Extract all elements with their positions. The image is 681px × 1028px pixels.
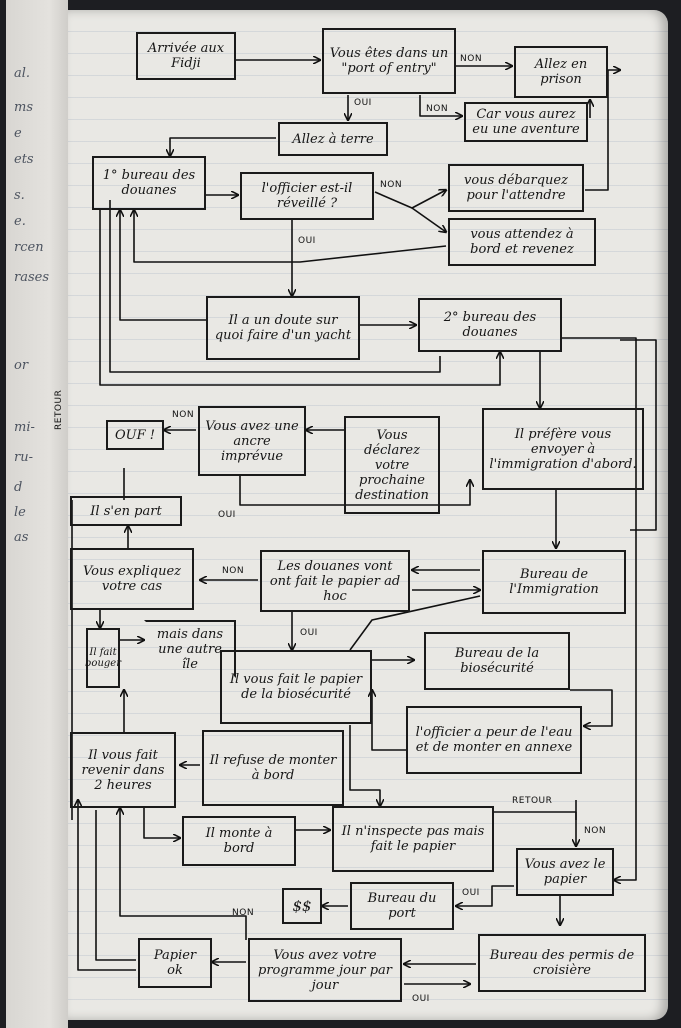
left-note: rcen [14,240,44,255]
node-papier-biosecurite: Il vous fait le papier de la biosécurité [220,650,372,724]
node-ancre-imprevue: Vous avez une ancre imprévue [198,406,306,476]
loop-bottom-1 [109,200,441,373]
arrow-attendez-bureau1 [134,210,447,263]
edge-label: OUI [462,888,480,898]
left-note: ru- [14,450,33,465]
node-inspecte: Il n'inspecte pas mais fait le papier [332,806,494,872]
node-dollars: $$ [282,888,322,924]
node-refuse: Il refuse de monter à bord [202,730,344,806]
left-note: ets [14,152,34,167]
node-permis-croisiere: Bureau des permis de croisière [478,934,646,992]
left-note: s. [14,188,25,203]
edge-label: NON [380,180,403,190]
arrow-officier-debarquez [374,190,446,209]
arrow-peur-biopapier [372,690,406,751]
node-bureau2: 2° bureau des douanes [418,298,562,352]
edge-label: NON [232,908,255,918]
edge-label: NON [584,826,607,836]
edge-label: OUI [218,510,236,520]
arrow-port-ancre [419,95,462,116]
left-note: e [14,126,22,141]
arrow-right-rail-2 [620,339,657,531]
edge-label: NON [172,410,195,420]
arrow-immig-biopapier [349,595,481,651]
node-attendez: vous attendez à bord et revenez [448,218,596,266]
node-bureau-immigration: Bureau de l'Immigration [482,550,626,614]
node-prison: Allez en prison [514,46,608,98]
node-peur-eau: l'officier a peur de l'eau et de monter … [406,706,582,774]
arrow-bio-inspecte [349,725,380,806]
node-papier-ad-hoc: Les douanes vont ont fait le papier ad h… [260,550,410,612]
arrow-papierok-revenir [78,800,136,971]
arrow-officier-attendez [411,207,446,232]
node-autre-ile: mais dans une autre île [144,620,236,678]
arrow-bureaubio-peur [570,689,613,726]
left-note: or [14,358,29,373]
node-bureau1: 1° bureau des douanes [92,156,206,210]
arrow-debarquez-prison [585,70,620,191]
arrow-terre-bureau1 [170,137,276,156]
edge-label-vertical: RETOUR [54,389,64,430]
node-port-of-entry: Vous êtes dans un "port of entry" [322,28,456,94]
loop-bottom-2 [99,210,500,386]
arrow-ancre-oui [239,476,470,506]
edge-label: NON [460,54,483,64]
arrow-inspecte-avez [494,811,576,846]
node-bureau-biosecurite: Bureau de la biosécurité [424,632,570,690]
left-note: al. [14,66,31,81]
node-bureau-port: Bureau du port [350,882,454,930]
node-immigration-bord: Il préfère vous envoyer à l'immigration … [482,408,644,490]
node-officier-reveille: l'officier est-il réveillé ? [240,172,374,220]
edge-label: OUI [300,628,318,638]
node-revenir: Il vous fait revenir dans 2 heures [70,732,176,808]
arrow-avez-port [456,885,514,906]
node-arrivee: Arrivée aux Fidji [136,32,236,80]
arrow-revenir-monte [143,808,180,838]
node-monte: Il monte à bord [182,816,296,866]
notebook-page [68,10,668,1020]
arrow-doute-bureau1 [120,210,206,321]
left-note: d [14,480,23,495]
arrow-right-rail [562,337,637,880]
left-note: le [14,505,26,520]
left-note: e. [14,214,26,229]
edge-label: NON [222,566,245,576]
node-car-ancre: Car vous aurez eu une aventure [464,102,588,142]
arrow-programme-up [120,808,247,940]
node-doute: Il a un doute sur quoi faire d'un yacht [206,296,360,360]
left-note: as [14,530,29,545]
node-papier-ok: Papier ok [138,938,212,988]
edge-label: OUI [354,98,372,108]
left-note: ms [14,100,33,115]
edge-label: RETOUR [512,796,553,806]
node-programme: Vous avez votre programme jour par jour [248,938,402,1002]
node-avez-papier: Vous avez le papier [516,848,614,896]
node-declarez-destination: Vous déclarez votre prochaine destinatio… [344,416,440,514]
left-page: al. ms e ets s. e. rcen rases or mi- ru-… [6,0,68,1028]
node-expliquez: Vous expliquez votre cas [70,548,194,610]
node-allez-terre: Allez à terre [278,122,388,156]
arrow-left-rail [95,810,136,961]
node-ouf: OUF ! [106,420,164,450]
edge-label: OUI [298,236,316,246]
edge-label: NON [426,104,449,114]
node-debarquez: vous débarquez pour l'attendre [448,164,584,212]
left-note: mi- [14,420,35,435]
node-fait-bouger: Il fait bouger [85,628,121,688]
left-note: rases [14,270,50,285]
edge-label: OUI [412,994,430,1004]
node-sen-part: Il s'en part [70,496,182,526]
